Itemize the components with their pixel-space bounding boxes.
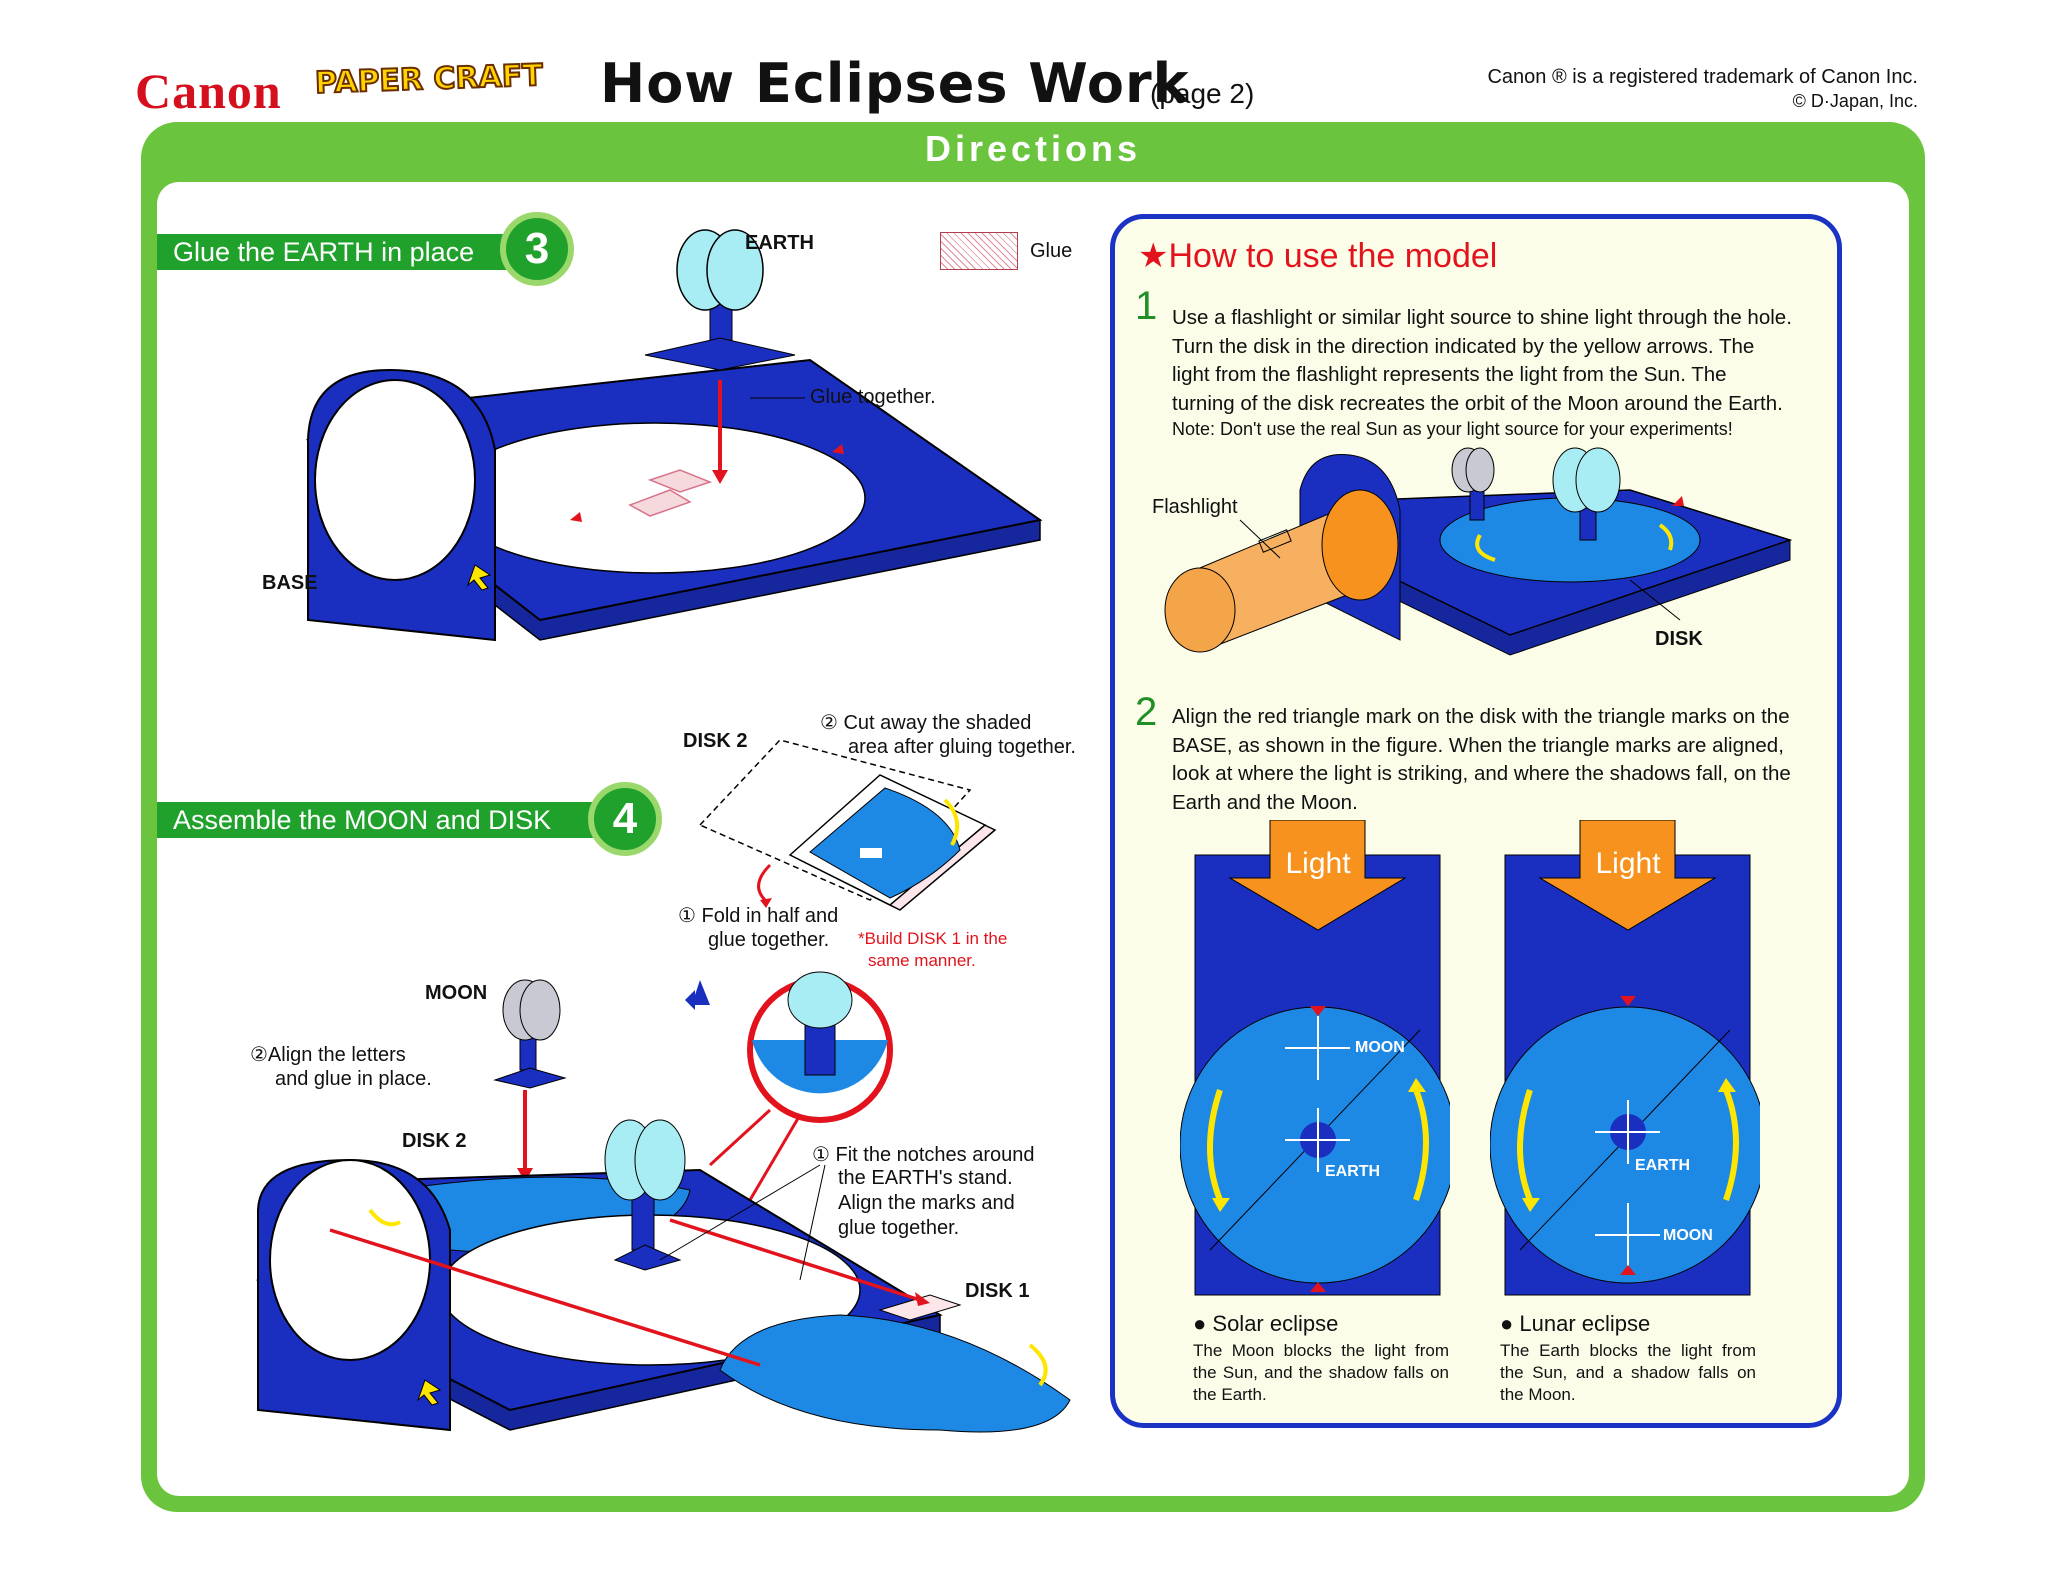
step3-number-badge: 3 — [500, 212, 574, 286]
moon-label-solar: MOON — [1355, 1039, 1405, 1056]
section-title: Directions — [924, 128, 1142, 169]
step3-illustration — [305, 229, 1043, 642]
disk-label: DISK — [1655, 628, 1703, 650]
disk2-label-bottom: DISK 2 — [402, 1130, 467, 1152]
disk-fold-illustration — [698, 739, 997, 911]
fit-note-line2: the EARTH's stand. — [838, 1167, 1013, 1189]
step4-number-badge: 4 — [588, 782, 662, 856]
usage-step1-number: 1 — [1135, 284, 1158, 328]
lunar-eclipse-diagram: Light EARTH MOON — [1490, 820, 1760, 1296]
light-arrow — [1228, 820, 1407, 931]
light-label-solar: Light — [1285, 847, 1351, 880]
copyright-notice: © D·Japan, Inc. — [1792, 91, 1918, 111]
lunar-eclipse-title: ● Lunar eclipse — [1500, 1311, 1651, 1336]
usage-step2-text: Align the red triangle mark on the disk … — [1172, 703, 1812, 817]
light-label-lunar: Light — [1595, 847, 1661, 880]
page-number: (page 2) — [1150, 78, 1255, 109]
earth-label: EARTH — [745, 232, 814, 254]
earth-model — [644, 229, 796, 371]
align-note-line2: and glue in place. — [275, 1068, 432, 1090]
build-note-line2: same manner. — [868, 951, 976, 970]
moon-label-lunar: MOON — [1663, 1227, 1713, 1244]
flashlight-illustration — [1164, 447, 1793, 656]
disk1-label: DISK 1 — [965, 1280, 1030, 1302]
moon-label: MOON — [425, 982, 488, 1004]
arch-hole — [314, 379, 476, 581]
base-label: BASE — [262, 572, 318, 594]
flashlight-body — [1164, 489, 1399, 653]
usage-step2-line1: Align the red triangle mark on the disk … — [1172, 705, 1790, 728]
flashlight-label: Flashlight — [1152, 496, 1238, 518]
lunar-eclipse-description: The Earth blocks the light from the Sun,… — [1500, 1341, 1756, 1404]
fit-note-line3: Align the marks and — [838, 1192, 1015, 1214]
earth-label-lunar: EARTH — [1635, 1157, 1690, 1174]
align-note-line1: ②Align the letters — [250, 1044, 406, 1066]
disk-blue-area — [809, 787, 961, 899]
usage-step1-line2: Turn the disk in the direction indicated… — [1172, 334, 1755, 358]
trademark-notice: Canon ® is a registered trademark of Can… — [1487, 66, 1918, 88]
fit-note-line4: glue together. — [838, 1217, 960, 1239]
disk2-label-top: DISK 2 — [683, 730, 748, 752]
earth-label-solar: EARTH — [1325, 1163, 1380, 1180]
glue-cross-mark — [628, 469, 713, 517]
step4-illustration — [256, 971, 1071, 1433]
fold-arrow — [757, 863, 772, 902]
usage-step1-note: Note: Don't use the real Sun as your lig… — [1172, 419, 1733, 439]
usage-step1-line4: turning of the disk recreates the orbit … — [1172, 391, 1783, 415]
usage-step2-line3: look at where the light is striking, and… — [1172, 762, 1791, 785]
usage-step1-line1: Use a flashlight or similar light source… — [1172, 306, 1792, 329]
build-note-line1: *Build DISK 1 in the — [858, 929, 1008, 948]
fold-outline — [698, 739, 972, 901]
cut-note-line1: ② Cut away the shaded — [820, 712, 1032, 734]
fold-note-line1: ① Fold in half and — [678, 905, 839, 927]
glue-legend-label: Glue — [1030, 240, 1073, 262]
canon-logo: Canon — [135, 63, 282, 119]
page-title: How Eclipses Work — [600, 52, 1190, 115]
glue-together-note: Glue together. — [810, 386, 936, 408]
disk1-shape — [719, 1314, 1071, 1433]
usage-step2-line2: BASE, as shown in the figure. When the t… — [1172, 733, 1784, 757]
usage-title: ★How to use the model — [1138, 237, 1498, 275]
usage-step1-line3: light from the flashlight represents the… — [1172, 363, 1727, 386]
papercraft-logo: PAPER CRAFT — [313, 57, 544, 102]
step3-banner: Glue the EARTH in place — [157, 234, 537, 270]
fold-note-line2: glue together. — [708, 929, 830, 951]
cut-note-line2: area after gluing together. — [848, 736, 1076, 758]
earth-model-step4 — [604, 1119, 686, 1271]
usage-step2-number: 2 — [1135, 690, 1158, 734]
fit-note-line1: ① Fit the notches around — [812, 1144, 1035, 1166]
solar-eclipse-description: The Moon blocks the light from the Sun, … — [1193, 1341, 1449, 1404]
usage-step2-line4: Earth and the Moon. — [1172, 790, 1358, 814]
moon-model — [493, 979, 567, 1089]
light-arrow — [1538, 820, 1717, 931]
solar-eclipse-title: ● Solar eclipse — [1193, 1311, 1339, 1336]
solar-eclipse-diagram: Light MOON EARTH — [1180, 820, 1450, 1296]
usage-step1-text: Use a flashlight or similar light source… — [1172, 304, 1812, 418]
glue-legend-swatch — [940, 232, 1018, 270]
step4-banner: Assemble the MOON and DISK — [157, 802, 595, 838]
